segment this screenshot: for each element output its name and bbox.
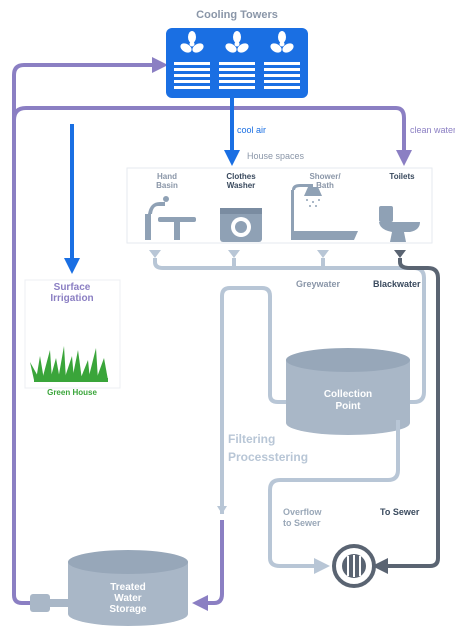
treated-storage-label: Storage [109, 604, 147, 615]
fixture-label: Bath [316, 181, 334, 190]
green-house-label: Green House [47, 388, 97, 397]
treated-supply-pipe [192, 520, 224, 611]
blackwater-label: Blackwater [373, 279, 421, 289]
shower-bath-icon [291, 184, 358, 240]
pump-icon [30, 594, 68, 612]
greywater-pipe [153, 258, 426, 404]
clean-water-pipe [12, 106, 412, 166]
drain-arrow-icon [317, 250, 329, 258]
filtering-label: Processtering [228, 450, 308, 464]
overflow-label: Overflow [283, 507, 323, 517]
overflow-label: to Sewer [283, 518, 321, 528]
greywater-label: Greywater [296, 279, 341, 289]
fixture-label: Hand [157, 172, 177, 181]
toilet-icon [379, 206, 420, 242]
collection-point-tank [286, 348, 410, 435]
fan-icon [219, 31, 255, 89]
clean-water-label: clean water [410, 125, 455, 135]
cooling-tower-unit [166, 28, 308, 98]
collection-point-label: Point [336, 401, 362, 412]
surface-irrigation-title: Irrigation [50, 293, 93, 304]
to-sewer-label: To Sewer [380, 507, 420, 517]
cooling-towers-title: Cooling Towers [196, 9, 278, 21]
overflow-pipe [268, 420, 400, 574]
drain-arrow-icon [394, 250, 406, 258]
house-spaces-label: House spaces [247, 151, 305, 161]
surface-irrigation-title: Surface [54, 282, 91, 293]
return-to-cooling-pipe [12, 57, 168, 605]
filtering-label: Filtering [228, 432, 275, 446]
flow-arrow-icon [217, 506, 227, 514]
fixture-label: Basin [156, 181, 178, 190]
treated-water-storage-tank [68, 550, 188, 626]
sewer-drain-icon [332, 544, 376, 588]
treated-storage-label: Treated [110, 582, 146, 593]
fixture-label: Shower/ [309, 172, 341, 181]
fixture-label: Toilets [389, 172, 415, 181]
fan-icon [174, 31, 210, 89]
fan-icon [264, 31, 300, 89]
fixture-label: Clothes [226, 172, 256, 181]
filtered-return-pipe [220, 286, 286, 514]
blackwater-pipe [372, 258, 440, 574]
washing-machine-icon [220, 208, 262, 242]
grass-icon [30, 346, 108, 382]
drain-arrow-icon [228, 250, 240, 258]
hand-basin-icon [145, 196, 196, 240]
collection-point-label: Collection [324, 389, 372, 400]
cool-air-label: cool air [237, 125, 266, 135]
fixture-label: Washer [227, 181, 256, 190]
drain-arrow-icon [149, 250, 161, 258]
treated-storage-label: Water [114, 593, 142, 604]
